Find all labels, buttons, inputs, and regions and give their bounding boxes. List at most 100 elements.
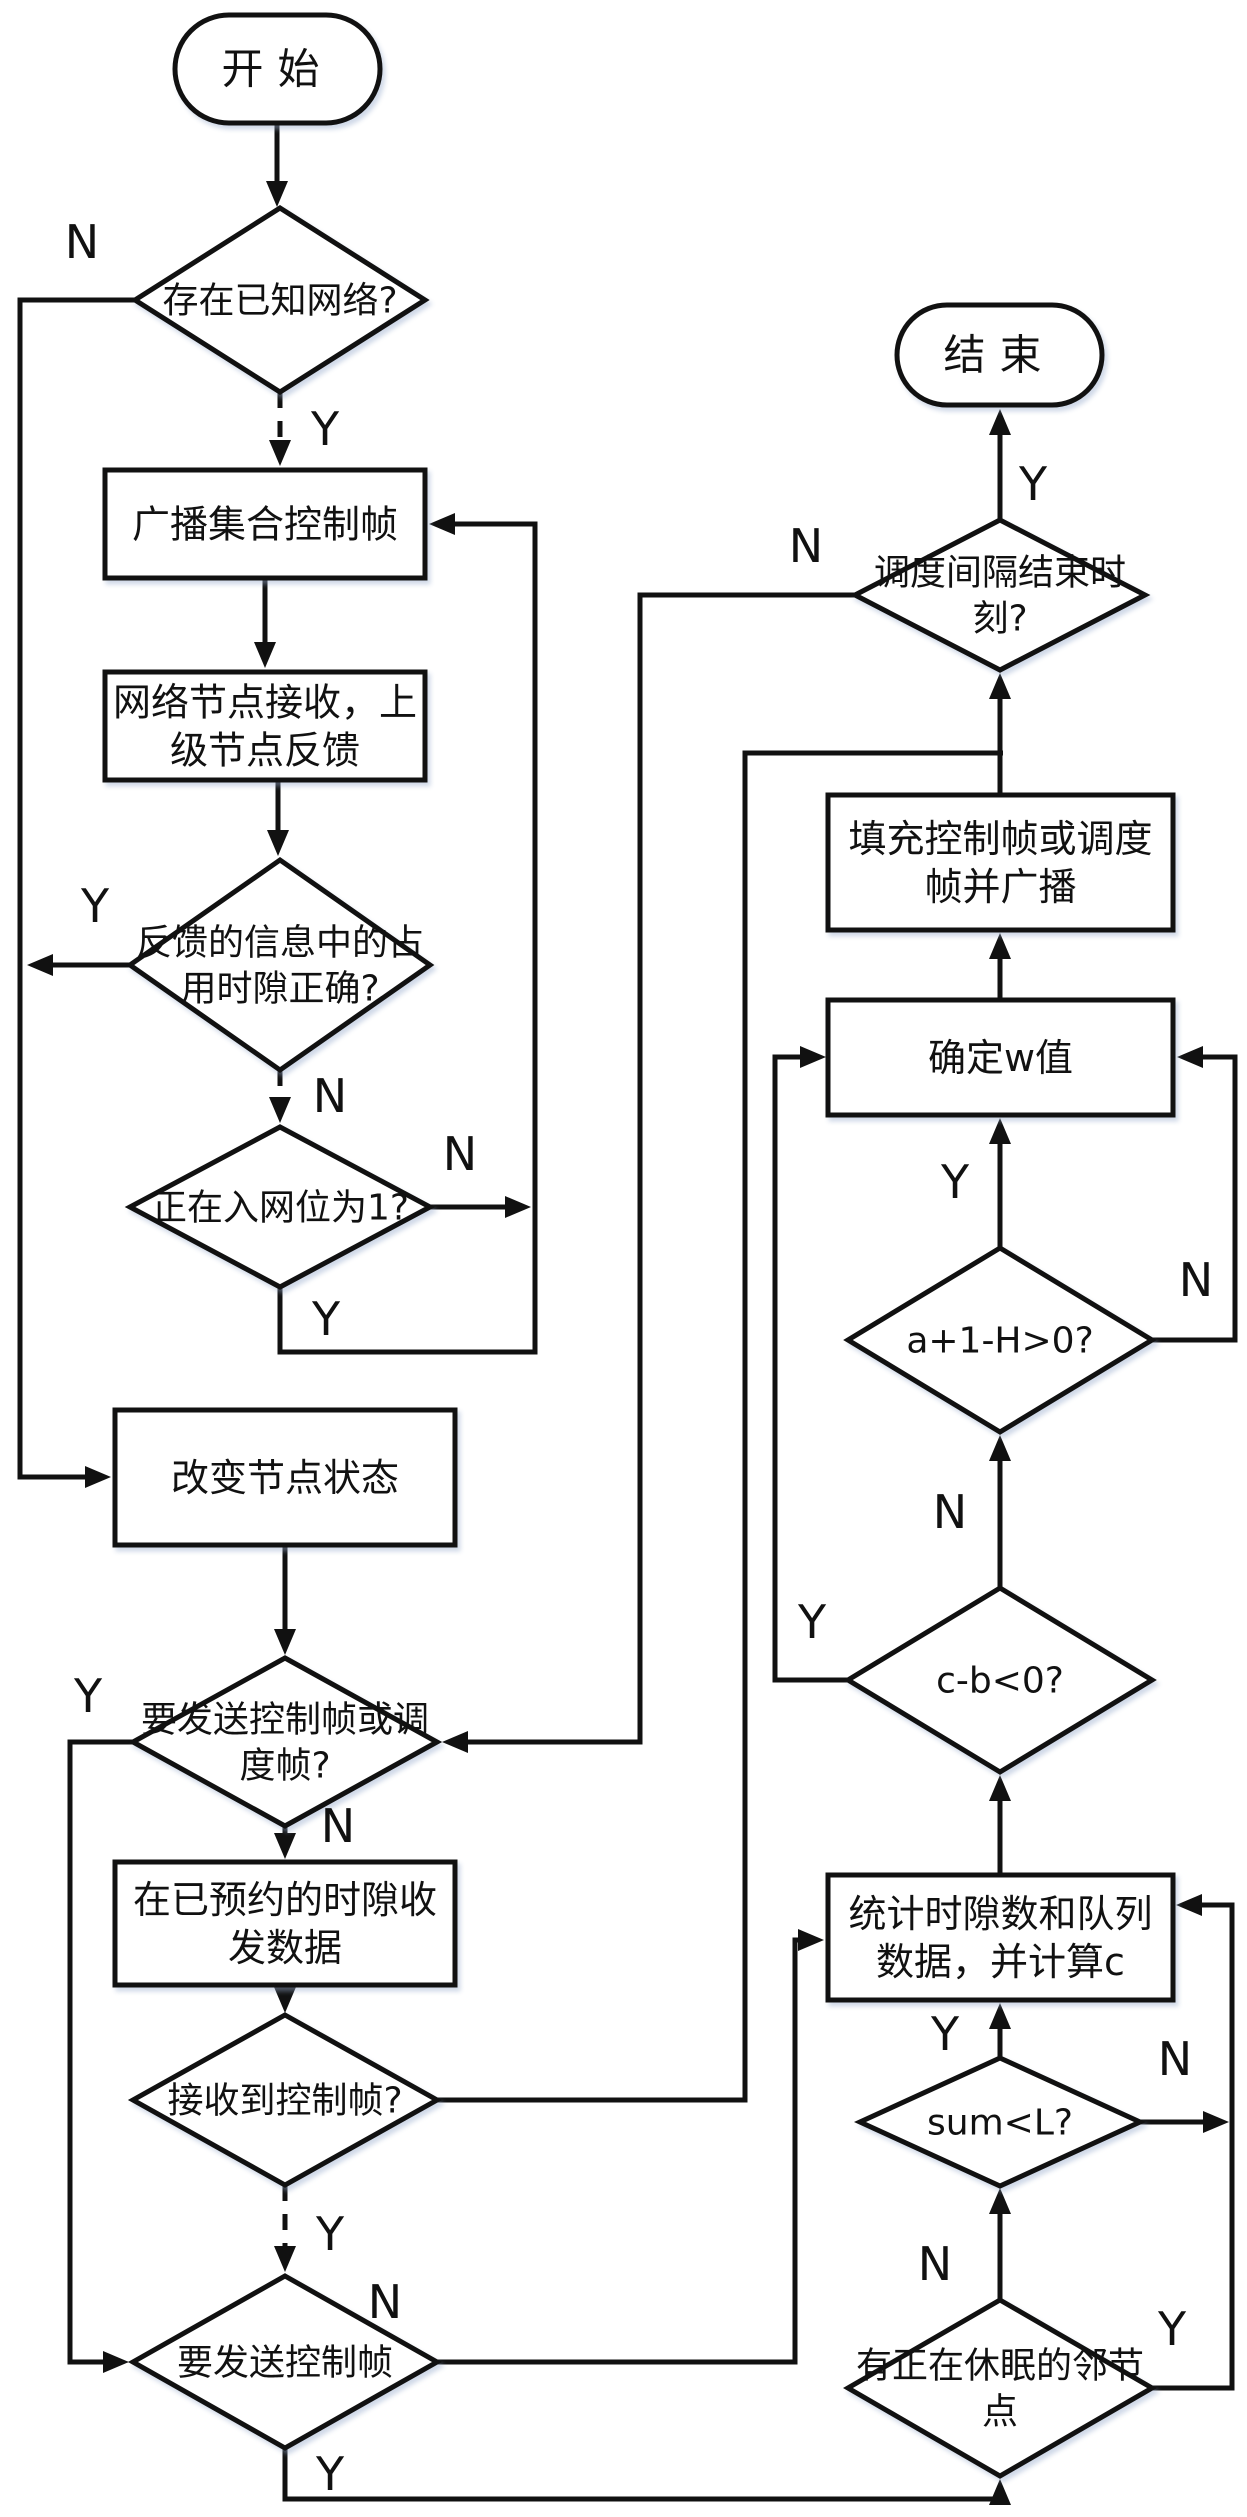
edge-d8b-box6l [772,1054,848,1683]
node-box5-shape [825,792,1176,933]
edge-label-d3-right-N: N [443,1127,477,1181]
node-end-shape [894,302,1105,408]
edge-label-d7-d4-N: N [789,519,823,573]
node-box7-shape [825,1872,1176,2003]
node-d4-shape [127,1655,443,1829]
edge-label-d6-box7-N: N [368,2275,402,2329]
edge-d8b-box6l-arrowhead [800,1046,826,1068]
node-d2-shape [125,856,435,1074]
edge-d6-box7 [437,1937,804,2365]
node-d4-label-line2: 度帧? [239,1746,330,1787]
node-d1-shape [130,205,430,395]
edge-label-d8a-box6-Y: Y [940,1155,970,1209]
node-d9b-label-line2: 点 [982,2392,1018,2433]
edge-d4-d6-arrowhead [103,2351,129,2373]
node-box2-label-line2: 级节点反馈 [170,728,360,772]
node-d7-label-line1: 调度间隔结束时 [874,553,1126,594]
edge-start-d1-arrowhead [266,181,288,207]
node-box1-label-line1: 广播集合控制帧 [132,502,398,546]
edge-label-d7-end-Y: Y [1018,457,1048,511]
node-d2-label-line1: 反馈的信息中的占 [136,923,424,964]
edge-d9a-right-arrowhead [1203,2111,1229,2133]
node-d1-label-line1: 存在已知网络? [162,281,397,322]
edge-d8b-d8a-arrowhead [989,1435,1011,1461]
edge-d8a-box6r-arrowhead [1177,1046,1203,1068]
edge-box5-d7-arrowhead [989,673,1011,699]
edge-label-d8a-box6r-N: N [1179,1253,1213,1307]
node-box1-shape [102,467,428,581]
edge-label-d2-left-Y: Y [80,879,110,933]
node-box4-shape [112,1859,458,1988]
edge-d7-end-arrowhead [989,409,1011,435]
edge-d2-d3-arrowhead [269,1097,291,1123]
edge-d9a-box7-arrowhead [989,2003,1011,2029]
edge-d9b-box7r [1152,1902,1235,2391]
node-d7-shape [849,517,1151,673]
node-d9b-shape [843,2297,1157,2479]
node-box5-label-line1: 填充控制帧或调度 [848,817,1152,861]
edge-d5-d6-arrowhead [274,2246,296,2272]
node-box6-label-line1: 确定w值 [928,1036,1073,1080]
edge-d1-box1-arrowhead [269,440,291,466]
edge-label-d3-box1-Y: Y [311,1292,341,1346]
edge-box3-d4-arrowhead [274,1629,296,1655]
edge-d4-d6 [67,1739,133,2365]
node-start-label-line1: 开始 [221,45,333,94]
edge-d9b-box7r-arrowhead [1176,1894,1202,1916]
node-end-label-line1: 结束 [943,331,1055,380]
node-d9a-shape [853,2055,1147,2189]
edge-d3-right-arrowhead [505,1196,531,1218]
edge-box7-d8b-arrowhead [989,1775,1011,1801]
edge-d6-d9b-arrowhead [989,2479,1011,2505]
node-box4-label-line2: 发数据 [228,1926,342,1970]
edge-d2-left-arrowhead [27,954,53,976]
node-layer [102,12,1176,2479]
edge-d8a-box6-arrowhead [989,1118,1011,1144]
node-d6-shape [127,2273,443,2451]
edge-label-d9a-right-N: N [1158,2032,1192,2086]
node-d8b-label-line1: c-b<0? [936,1661,1064,1702]
edge-d5-up [437,750,1003,2103]
edge-label-d4-box4-N: N [321,1799,355,1853]
edge-d7-d4-arrowhead [442,1731,468,1753]
edge-label-d9b-d9a-N: N [918,2237,952,2291]
edge-layer [17,123,1238,2505]
edge-label-d5-d6-Y: Y [315,2207,345,2261]
edge-label-d1-box1-Y: Y [310,402,340,456]
edge-d4-box4-arrowhead [274,1833,296,1859]
node-box7-label-line1: 统计时隙数和队列 [848,1892,1152,1936]
edge-label-d9a-box7-Y: Y [930,2007,960,2061]
node-box3-label-line1: 改变节点状态 [171,1456,399,1500]
edge-d3-box1 [277,521,538,1355]
edge-label-d6-d9b-Y: Y [315,2447,345,2501]
node-d8a-label-line1: a+1-H>0? [906,1321,1093,1362]
node-d3-label-line1: 正在入网位为1? [151,1188,409,1229]
edge-box2-d2-arrowhead [267,830,289,856]
edge-label-d2-d3-N: N [313,1069,347,1123]
edge-d1-box3 [17,297,135,1480]
node-start-shape [172,12,383,126]
node-box4-label-line1: 在已预约的时隙收 [133,1878,437,1922]
node-d8b-shape [843,1585,1157,1775]
edge-label-d4-d6-Y: Y [73,1669,103,1723]
node-d3-shape [124,1124,436,1290]
node-d2-label-line2: 用时隙正确? [180,969,379,1010]
node-box6-shape [825,997,1176,1118]
edge-label-d8b-d8a-N: N [933,1485,967,1539]
edge-d8a-box6r [1152,1054,1238,1343]
node-d9b-label-line1: 有正在休眠的邻节 [856,2346,1144,2387]
edge-label-d8b-box6l-Y: Y [797,1595,827,1649]
edge-box4-d5-arrowhead [274,1987,296,2013]
edge-d3-box1-arrowhead [429,513,455,535]
edge-d6-box7-arrowhead [798,1929,824,1951]
edge-label-d9b-box7r-Y: Y [1157,2302,1187,2356]
node-d9a-label-line1: sum<L? [927,2103,1073,2144]
edge-d1-box3-arrowhead [85,1466,111,1488]
node-d5-label-line1: 接收到控制帧? [167,2081,402,2122]
node-d6-label-line1: 要发送控制帧 [177,2343,393,2384]
node-box2-label-line1: 网络节点接收，上 [113,680,417,724]
node-d7-label-line2: 刻? [972,599,1027,640]
